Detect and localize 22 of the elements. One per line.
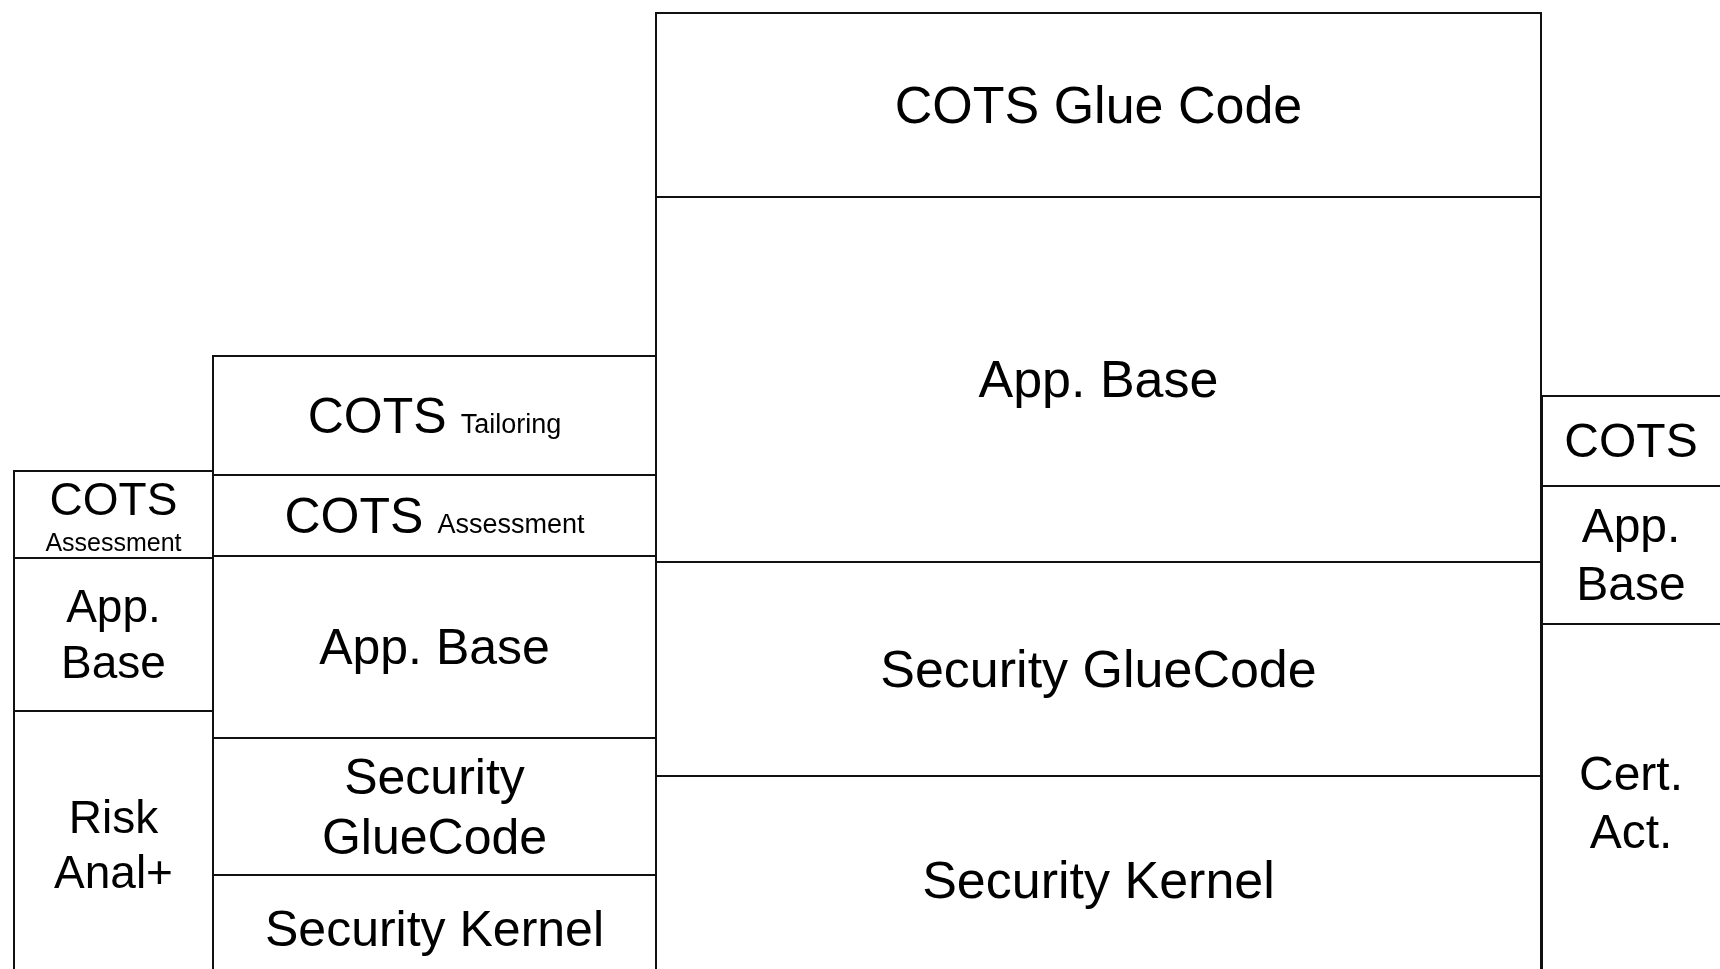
stack-block <box>1541 395 1720 487</box>
block-label: App. Base <box>60 579 167 690</box>
block-label: Security Kernel <box>264 900 604 959</box>
block-label: App. Base <box>1575 498 1687 612</box>
block-label: Security Kernel <box>922 849 1275 911</box>
block-label: COTS <box>307 386 447 446</box>
block-label: Assessment <box>437 507 585 540</box>
block-label: Security GlueCode <box>320 747 549 867</box>
block-label: COTS Glue Code <box>894 74 1303 136</box>
block-label: Risk Anal+ <box>53 789 174 900</box>
block-label: App. Base <box>978 349 1219 411</box>
stack-block <box>655 12 1542 198</box>
block-label: Tailoring <box>460 407 562 440</box>
stack-block <box>655 196 1542 563</box>
stack-block <box>13 470 214 559</box>
block-label: Assessment <box>45 527 182 558</box>
block-label: COTS <box>49 471 178 527</box>
block-label: App. Base <box>319 618 550 677</box>
block-label: COTS <box>1564 413 1698 470</box>
block-label: Security GlueCode <box>880 638 1317 700</box>
block-label: Cert. Act. <box>1578 746 1684 860</box>
block-label: COTS <box>284 486 424 546</box>
